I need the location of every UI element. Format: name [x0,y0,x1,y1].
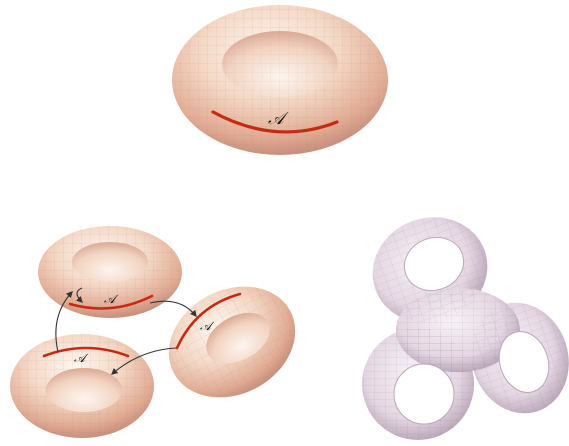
torus-upper: 𝒜 [38,226,182,318]
torus-lower-hole [46,368,122,412]
three-tori-group: 𝒜 𝒜 𝒜 [10,226,315,438]
torus-upper-hole [72,242,148,282]
genus-three-surface [358,201,569,440]
torus-lower: 𝒜 [10,334,154,438]
top-torus-hole-mesh [222,31,338,97]
genus-hole-left [394,364,454,424]
top-torus: 𝒜 [172,5,388,155]
